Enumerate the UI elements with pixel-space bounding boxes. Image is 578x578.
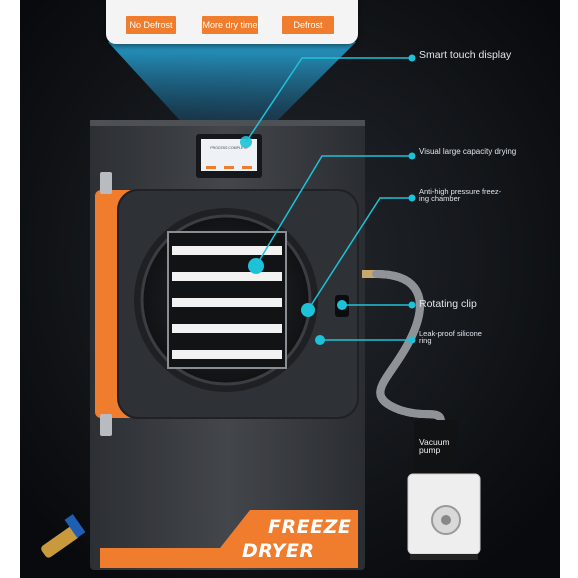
hinge-top (100, 172, 112, 194)
brand-band (100, 510, 358, 568)
callout-rotating-clip: Rotating clip (419, 298, 477, 310)
drain-valve (41, 526, 79, 558)
callout-smart-touch-display: Smart touch display (419, 49, 512, 61)
trays (172, 246, 282, 359)
screen-title: PROCESS COMPLETE (210, 146, 248, 150)
hinge-bottom (100, 414, 112, 436)
vacuum-port (362, 270, 376, 278)
brand-freeze: FREEZE (268, 516, 352, 538)
brand-dryer: DRYER (242, 540, 315, 562)
vacuum-pump-label: Vacuum pump (419, 437, 450, 455)
callout-leak-proof: Leak-proof silicone ring (419, 329, 482, 345)
callout-lines (245, 57, 412, 341)
pump-motor (414, 420, 458, 482)
projection-beam (108, 42, 356, 140)
no-defrost-button[interactable]: No Defrost (126, 16, 176, 34)
callout-anti-high-pressure: Anti-high pressure freez-ing chamber (419, 187, 502, 203)
more-dry-time-button[interactable]: More dry time (202, 16, 258, 34)
defrost-button[interactable]: Defrost (282, 16, 334, 34)
callout-visual-drying: Visual large capacity drying (419, 147, 517, 156)
display-popup: No Defrost More dry time Defrost (106, 0, 358, 44)
callout-dots (240, 54, 416, 345)
